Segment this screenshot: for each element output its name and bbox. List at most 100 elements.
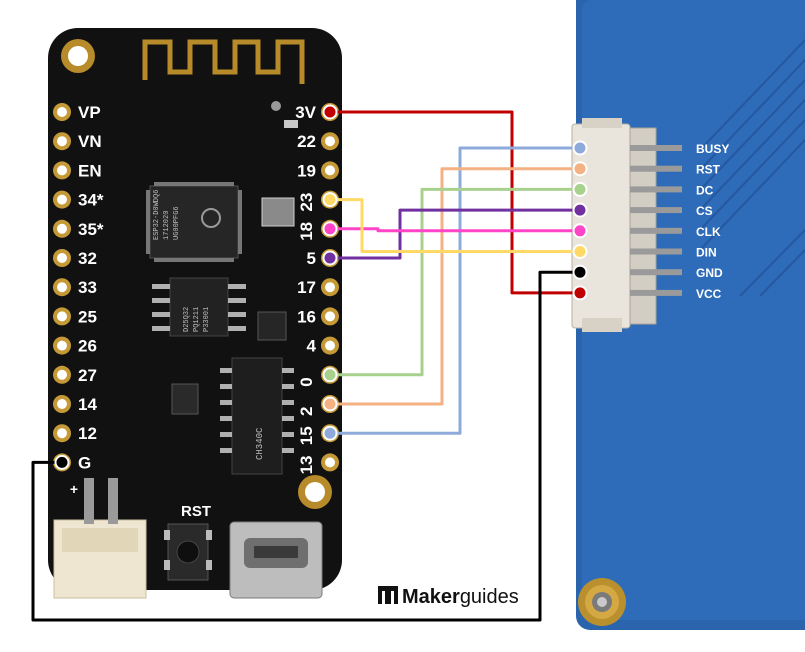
pin-hole bbox=[325, 165, 335, 176]
pin-hole bbox=[325, 457, 335, 468]
wire-endpoint bbox=[572, 285, 588, 301]
makerguides-icon bbox=[378, 586, 398, 604]
brand-name-regular: guides bbox=[460, 586, 519, 608]
signal-label-busy: BUSY bbox=[696, 142, 729, 156]
wire-endpoint bbox=[322, 396, 338, 412]
left-pin: 33 bbox=[53, 278, 97, 297]
wires bbox=[31, 110, 580, 622]
left-pin: 25 bbox=[53, 307, 97, 326]
led bbox=[284, 120, 298, 128]
left-pin-label: 14 bbox=[78, 395, 97, 414]
right-pin-label: 22 bbox=[297, 132, 316, 151]
esp32-chip-line-1: ESP32-D0WDQ6 bbox=[153, 190, 161, 240]
pin-hole bbox=[57, 165, 67, 176]
flash-chip-line-3: P33001 bbox=[203, 307, 211, 332]
wire-0-dc bbox=[330, 187, 580, 377]
rst-button[interactable] bbox=[164, 523, 212, 581]
wire-endpoint bbox=[572, 223, 588, 239]
left-pin-label: 35* bbox=[78, 220, 104, 239]
pin-hole bbox=[57, 369, 67, 380]
wire-endpoint bbox=[572, 181, 588, 197]
micro-usb-port[interactable] bbox=[229, 521, 323, 599]
wire-5-cs bbox=[330, 208, 580, 260]
right-pin: 22 bbox=[297, 132, 339, 151]
wire-15-busy bbox=[330, 146, 580, 435]
flash-chip-line-1: D25Q32 bbox=[183, 307, 191, 332]
connector-pin bbox=[630, 269, 682, 276]
pin-hole bbox=[57, 399, 67, 409]
signal-label-gnd: GND bbox=[696, 266, 723, 280]
pin-hole bbox=[57, 340, 67, 351]
small-ic bbox=[257, 311, 287, 341]
wire-23-din bbox=[330, 198, 580, 253]
mounting-hole-br bbox=[298, 475, 332, 509]
right-pin-label: 0 bbox=[297, 377, 316, 386]
display-traces bbox=[699, 39, 805, 297]
left-pin-label: VN bbox=[78, 132, 102, 151]
esp32-chip-line-2: 1712020 bbox=[163, 211, 171, 240]
right-pin-label: 16 bbox=[297, 307, 316, 326]
left-pin: VP bbox=[53, 103, 101, 122]
pin-hole bbox=[57, 223, 67, 234]
regulator bbox=[171, 383, 199, 415]
esp32-chip: ESP32-D0WDQ6 1712020 UG00PFG6 bbox=[146, 182, 242, 262]
display-connector bbox=[571, 118, 682, 332]
left-pin-label: 27 bbox=[78, 366, 97, 385]
right-pin: 13 bbox=[297, 453, 339, 474]
signal-label-clk: CLK bbox=[696, 225, 721, 239]
right-pin-label: 5 bbox=[307, 249, 316, 268]
signal-label-cs: CS bbox=[696, 204, 713, 218]
signal-label-din: DIN bbox=[696, 246, 717, 260]
signal-label-rst: RST bbox=[696, 163, 721, 177]
wire-endpoint bbox=[322, 192, 338, 208]
battery-connector bbox=[53, 478, 147, 599]
signal-label-dc: DC bbox=[696, 183, 714, 197]
right-pin-label: 4 bbox=[307, 337, 317, 356]
left-pin: 27 bbox=[53, 365, 97, 385]
left-pin-label: 34* bbox=[78, 191, 104, 210]
signal-labels: BUSY RST DC CS CLK DIN GND VCC bbox=[696, 142, 729, 301]
left-pin-label: EN bbox=[78, 161, 102, 180]
pin-hole bbox=[57, 282, 67, 293]
wire-endpoints bbox=[54, 104, 588, 470]
right-pin: 16 bbox=[297, 307, 339, 326]
right-pin-label: 2 bbox=[297, 407, 316, 416]
signal-label-vcc: VCC bbox=[696, 287, 722, 301]
svg-text:Makerguides: Makerguides bbox=[402, 586, 519, 608]
connector-pin bbox=[630, 207, 682, 214]
wire-18-clk bbox=[330, 227, 580, 233]
wire-endpoint bbox=[54, 454, 70, 470]
esp32-chip-line-3: UG00PFG6 bbox=[173, 206, 181, 240]
right-pin: 19 bbox=[297, 161, 339, 180]
left-pin: 34* bbox=[53, 190, 104, 210]
connector-pin bbox=[630, 145, 682, 151]
left-pin-label: 12 bbox=[78, 424, 97, 443]
pin-hole bbox=[57, 194, 67, 205]
left-pin: 14 bbox=[53, 395, 97, 414]
left-pin-label: G bbox=[78, 453, 91, 472]
pcb-antenna bbox=[142, 39, 305, 84]
connector-pin bbox=[630, 289, 682, 296]
wire-endpoint bbox=[322, 221, 338, 237]
left-pin: 32 bbox=[53, 249, 97, 268]
right-pin: 4 bbox=[307, 336, 339, 356]
mounting-hole bbox=[578, 578, 626, 626]
wire-endpoint bbox=[572, 161, 588, 177]
usb-serial-chip: CH340C bbox=[220, 357, 294, 475]
right-pin-label: 17 bbox=[297, 278, 316, 297]
wire-endpoint bbox=[322, 367, 338, 383]
right-pin-label: 3V bbox=[295, 103, 316, 122]
pin-hole bbox=[57, 107, 67, 117]
flash-chip-line-2: PQ1211 bbox=[193, 307, 201, 332]
right-pin-label: 13 bbox=[297, 455, 316, 474]
battery-plus-label: + bbox=[70, 481, 78, 497]
wire-endpoint bbox=[322, 104, 338, 120]
pin-hole bbox=[325, 311, 335, 322]
pin-hole bbox=[57, 428, 67, 439]
wire-endpoint bbox=[322, 250, 338, 266]
pin-hole bbox=[325, 340, 335, 351]
mounting-hole-tl bbox=[61, 39, 95, 73]
wire-2-rst bbox=[330, 167, 580, 406]
left-pin-label: 33 bbox=[78, 278, 97, 297]
